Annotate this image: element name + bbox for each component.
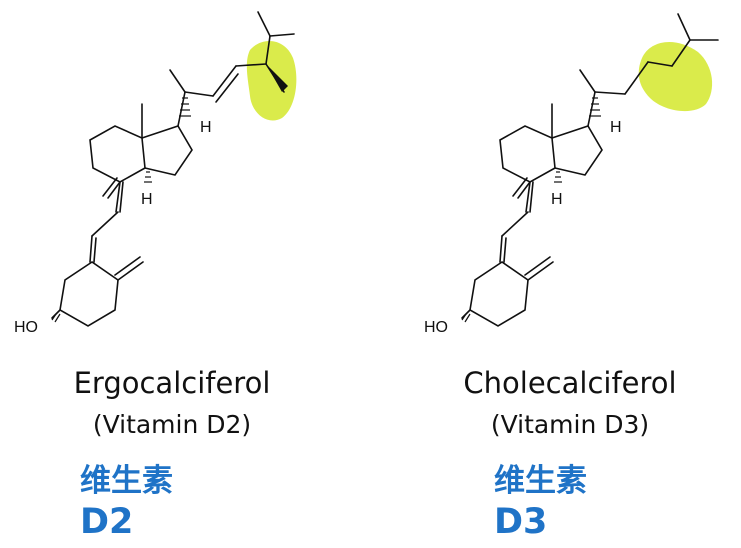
right-atom-h-bottom: H	[551, 191, 563, 208]
left-vitamin-code: D2	[80, 502, 134, 542]
left-atom-h-bottom: H	[141, 191, 153, 208]
side-chain-highlight	[638, 41, 713, 112]
left-cn-label: 维生素	[80, 463, 173, 499]
left-atom-ho: HO	[14, 319, 38, 336]
right-compound-subtitle: (Vitamin D3)	[490, 410, 650, 439]
right-cn-label: 维生素	[494, 463, 587, 499]
left-atom-h-top: H	[200, 119, 212, 136]
right-atom-ho: HO	[424, 319, 448, 336]
left-compound-subtitle: (Vitamin D2)	[92, 410, 252, 439]
left-compound-name: Ergocalciferol	[73, 366, 271, 400]
right-vitamin-code: D3	[494, 502, 548, 542]
right-atom-h-top: H	[610, 119, 622, 136]
right-compound-name: Cholecalciferol	[463, 366, 677, 400]
side-chain-highlight	[246, 40, 297, 121]
